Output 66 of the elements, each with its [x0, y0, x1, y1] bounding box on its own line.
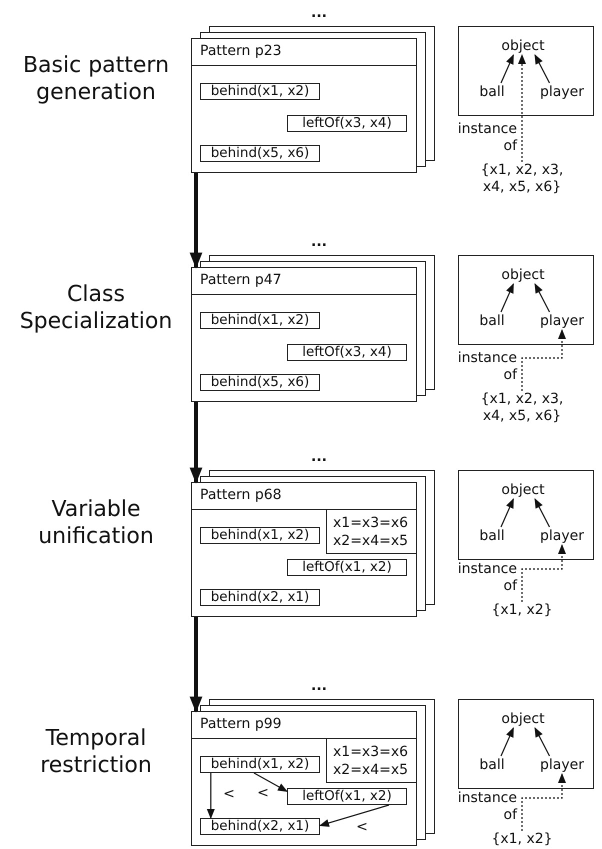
- ellipsis: ...: [311, 6, 327, 20]
- ellipsis: ...: [311, 235, 327, 249]
- stage-label: Variable unification: [37, 496, 155, 550]
- dotted-arrow: [521, 544, 566, 602]
- type-label: object: [499, 266, 547, 284]
- type-hierarchy-box: [458, 470, 594, 560]
- arrow: [534, 283, 550, 312]
- arrow: [500, 283, 514, 312]
- unification-box: x1=x3=x6 x2=x4=x5: [326, 509, 417, 554]
- type-label: ball: [477, 527, 507, 545]
- predicate-box: behind(x1, x2): [200, 527, 320, 544]
- type-label: player: [537, 756, 587, 774]
- type-label: object: [499, 481, 547, 499]
- predicate-box: behind(x5, x6): [200, 374, 320, 391]
- arrow: [534, 54, 550, 84]
- arrow: [534, 727, 550, 756]
- unification-box: x1=x3=x6 x2=x4=x5: [326, 738, 417, 783]
- type-hierarchy-box: [458, 26, 594, 116]
- predicate-box: leftOf(x1, x2): [287, 788, 407, 805]
- pattern-card: [191, 267, 417, 402]
- type-label: player: [537, 527, 587, 545]
- variable-set: {x1, x2}: [486, 831, 558, 848]
- variable-set: {x1, x2, x3, x4, x5, x6}: [470, 391, 574, 425]
- arrow: [190, 402, 202, 484]
- dotted-arrow: [521, 773, 566, 831]
- predicate-box: behind(x2, x1): [200, 589, 320, 606]
- predicate-box: behind(x1, x2): [200, 756, 320, 773]
- arrow: [206, 773, 215, 819]
- arrow: [500, 498, 514, 528]
- type-label: object: [499, 710, 547, 728]
- predicate-box: leftOf(x3, x4): [287, 115, 407, 132]
- stage-label: Class Specialization: [18, 281, 174, 335]
- type-label: ball: [477, 756, 507, 774]
- pattern-card: [191, 38, 417, 173]
- type-hierarchy-box: [458, 699, 594, 789]
- predicate-box: behind(x2, x1): [200, 818, 320, 835]
- type-label: player: [537, 312, 587, 330]
- type-label: player: [537, 83, 587, 101]
- predicate-box: behind(x1, x2): [200, 83, 320, 100]
- type-label: object: [499, 37, 547, 55]
- pattern-card: [191, 711, 417, 846]
- type-hierarchy-box: [458, 255, 594, 345]
- variable-set: {x1, x2}: [486, 602, 558, 619]
- stage-label: Temporal restriction: [39, 725, 153, 779]
- card-title: Pattern p23: [192, 39, 416, 66]
- card-title: Pattern p47: [192, 268, 416, 295]
- arrow: [534, 498, 550, 528]
- ellipsis: ...: [311, 679, 327, 693]
- arrow: [190, 173, 202, 269]
- arrow: [254, 772, 288, 792]
- pattern-card: [191, 482, 417, 617]
- predicate-box: leftOf(x3, x4): [287, 344, 407, 361]
- variable-set: {x1, x2, x3, x4, x5, x6}: [470, 162, 574, 196]
- arrow: [190, 617, 202, 713]
- dotted-arrow: [518, 54, 526, 162]
- dotted-arrow: [521, 329, 566, 391]
- ellipsis: ...: [311, 450, 327, 464]
- predicate-box: leftOf(x1, x2): [287, 559, 407, 576]
- stage-label: Basic pattern generation: [22, 52, 170, 106]
- predicate-box: behind(x5, x6): [200, 145, 320, 162]
- type-label: ball: [477, 312, 507, 330]
- arrow: [500, 727, 514, 756]
- type-label: ball: [477, 83, 507, 101]
- arrow: [319, 804, 390, 827]
- predicate-box: behind(x1, x2): [200, 312, 320, 329]
- arrow: [500, 54, 514, 84]
